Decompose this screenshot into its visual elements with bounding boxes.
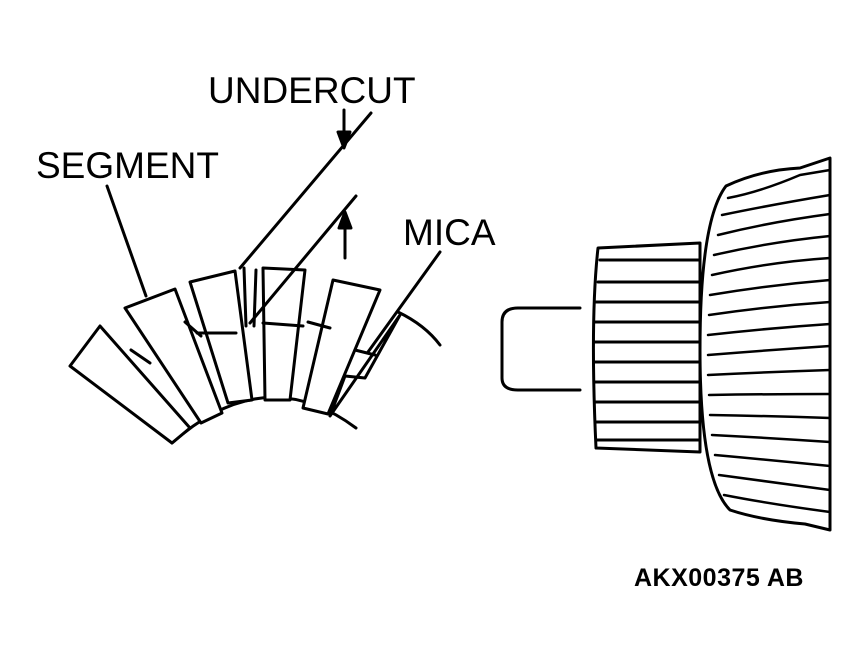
mica-line bbox=[306, 320, 332, 330]
segment-bar bbox=[301, 278, 382, 416]
mica-line bbox=[353, 348, 377, 357]
figure-reference-code: AKX00375 AB bbox=[634, 564, 804, 592]
segment-bar bbox=[261, 266, 307, 402]
undercut-label: UNDERCUT bbox=[208, 70, 416, 111]
mica-line bbox=[261, 321, 305, 328]
housing-arc bbox=[396, 310, 442, 347]
segment-bar bbox=[123, 287, 224, 425]
armature-view bbox=[500, 156, 832, 532]
arrow-head-down bbox=[336, 130, 352, 150]
arrow-head-up bbox=[337, 210, 353, 230]
segment-bar bbox=[188, 269, 254, 405]
commutator-segment-detail bbox=[68, 266, 442, 445]
armature-shaft bbox=[500, 306, 582, 392]
segment-bar bbox=[328, 313, 402, 418]
leader-lines bbox=[105, 108, 442, 354]
mica-label: MICA bbox=[403, 212, 496, 253]
segment-bar bbox=[68, 324, 192, 445]
commutator-drum bbox=[591, 241, 702, 454]
segment-label: SEGMENT bbox=[36, 145, 219, 186]
mica-strip bbox=[242, 266, 248, 328]
mica-line bbox=[129, 348, 152, 365]
